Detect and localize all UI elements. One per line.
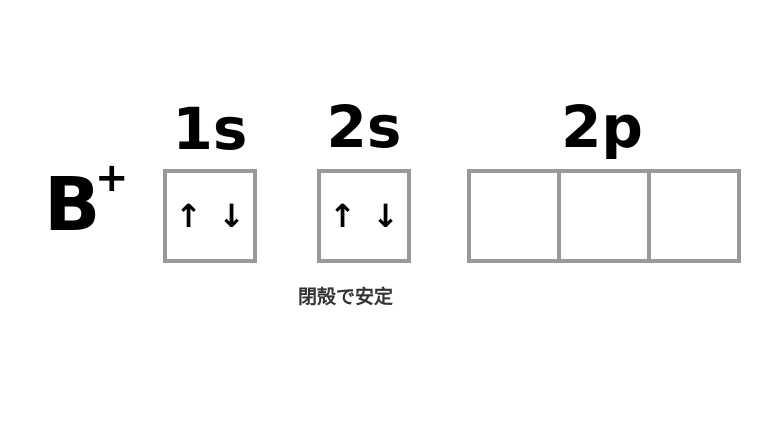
closed-shell-caption: 閉殻で安定 [298, 286, 394, 308]
ion-charge: + [95, 155, 129, 201]
spin-down-arrow: ↓ [218, 197, 245, 235]
ion-symbol: B [44, 162, 101, 248]
spin-up-arrow: ↑ [329, 197, 356, 235]
spin-up-arrow: ↑ [175, 197, 202, 235]
orbital-box-2p-3 [647, 169, 741, 263]
orbital-box-1s: ↑ ↓ [163, 169, 257, 263]
orbital-label-1s: 1s [172, 95, 248, 163]
orbital-label-2p: 2p [561, 93, 643, 161]
orbital-box-2s: ↑ ↓ [317, 169, 411, 263]
spin-down-arrow: ↓ [372, 197, 399, 235]
orbital-box-2p-1 [467, 169, 561, 263]
orbital-label-2s: 2s [326, 93, 402, 161]
orbital-box-2p-2 [557, 169, 651, 263]
